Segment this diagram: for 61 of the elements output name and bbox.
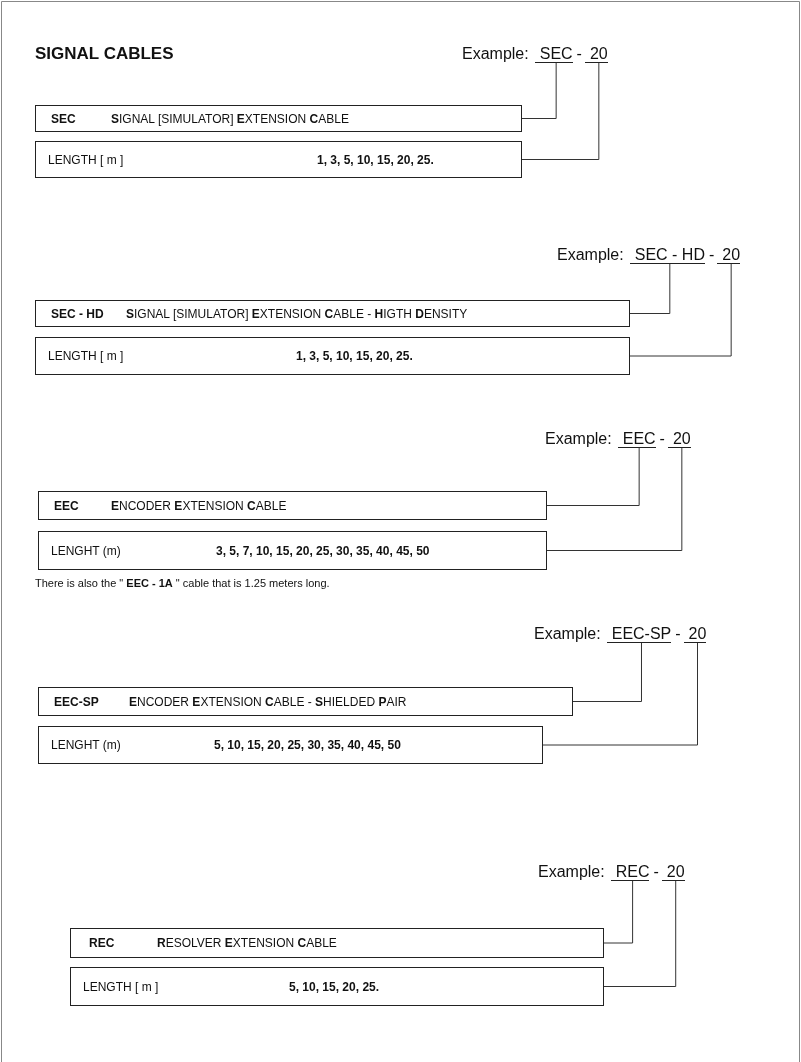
cable-description: SIGNAL [SIMULATOR] EXTENSION CABLE <box>111 111 349 126</box>
leader-line <box>542 642 698 746</box>
underlined-code: SEC - HD <box>629 246 705 264</box>
underlined-length-code: 20 <box>667 430 691 448</box>
underlined-length-code: 20 <box>717 246 741 264</box>
length-box <box>38 726 543 764</box>
leader-line <box>629 263 732 357</box>
separator-dash: - <box>708 246 715 264</box>
cable-code: EEC-SP <box>54 694 99 709</box>
leader-line <box>572 642 642 702</box>
underlined-code: REC <box>610 863 650 881</box>
example-label: Example: <box>545 430 612 448</box>
leader-line <box>603 880 634 944</box>
length-box <box>35 337 630 375</box>
example-label: Example: <box>462 45 529 63</box>
length-label: LENGHT (m) <box>51 543 121 558</box>
length-values: 3, 5, 7, 10, 15, 20, 25, 30, 35, 40, 45, 50 <box>216 543 430 558</box>
cable-description: RESOLVER EXTENSION CABLE <box>157 936 337 950</box>
separator-dash: - <box>576 45 582 63</box>
underlined-code: EEC <box>617 430 656 448</box>
cable-code: SEC - HD <box>51 306 104 321</box>
leader-line <box>603 880 677 987</box>
name-box <box>70 928 604 958</box>
leader-line <box>546 447 640 506</box>
cable-description: ENCODER EXTENSION CABLE <box>111 498 287 513</box>
name-box <box>35 105 522 132</box>
leader-line <box>629 263 671 314</box>
leader-line <box>521 62 557 119</box>
underlined-length-code: 20 <box>683 625 707 643</box>
length-label: LENGTH [ m ] <box>48 349 124 363</box>
length-box <box>70 967 604 1006</box>
title: SIGNAL CABLES <box>35 44 174 64</box>
example-label: Example: <box>557 246 624 264</box>
cable-description: ENCODER EXTENSION CABLE - SHIELDED PAIR <box>129 694 407 709</box>
name-box <box>38 491 547 520</box>
cable-description: SIGNAL [SIMULATOR] EXTENSION CABLE - HIGTH DENSITY <box>126 306 468 321</box>
length-box <box>38 531 547 570</box>
name-box <box>38 687 573 716</box>
example-label: Example: <box>534 625 601 643</box>
cable-code: REC <box>89 936 115 950</box>
length-values: 5, 10, 15, 20, 25. <box>289 979 380 994</box>
length-label: LENGHT (m) <box>51 738 121 752</box>
length-label: LENGTH [ m ] <box>48 152 124 167</box>
underlined-code: SEC <box>534 45 573 63</box>
length-box <box>35 141 522 178</box>
underlined-length-code: 20 <box>584 45 608 63</box>
underlined-code: EEC-SP <box>606 625 672 643</box>
length-values: 5, 10, 15, 20, 25, 30, 35, 40, 45, 50 <box>214 738 401 752</box>
separator-dash: - <box>659 430 665 448</box>
example-label: Example: <box>538 863 605 881</box>
cable-code: SEC <box>51 111 76 126</box>
underlined-length-code: 20 <box>661 863 685 881</box>
length-values: 1, 3, 5, 10, 15, 20, 25. <box>317 152 434 167</box>
length-values: 1, 3, 5, 10, 15, 20, 25. <box>296 349 413 363</box>
name-box <box>35 300 630 327</box>
separator-dash: - <box>653 863 659 881</box>
separator-dash: - <box>675 625 681 643</box>
leader-line <box>521 62 600 160</box>
leader-line <box>546 447 683 551</box>
cable-code: EEC <box>54 498 79 513</box>
length-label: LENGTH [ m ] <box>83 979 159 994</box>
